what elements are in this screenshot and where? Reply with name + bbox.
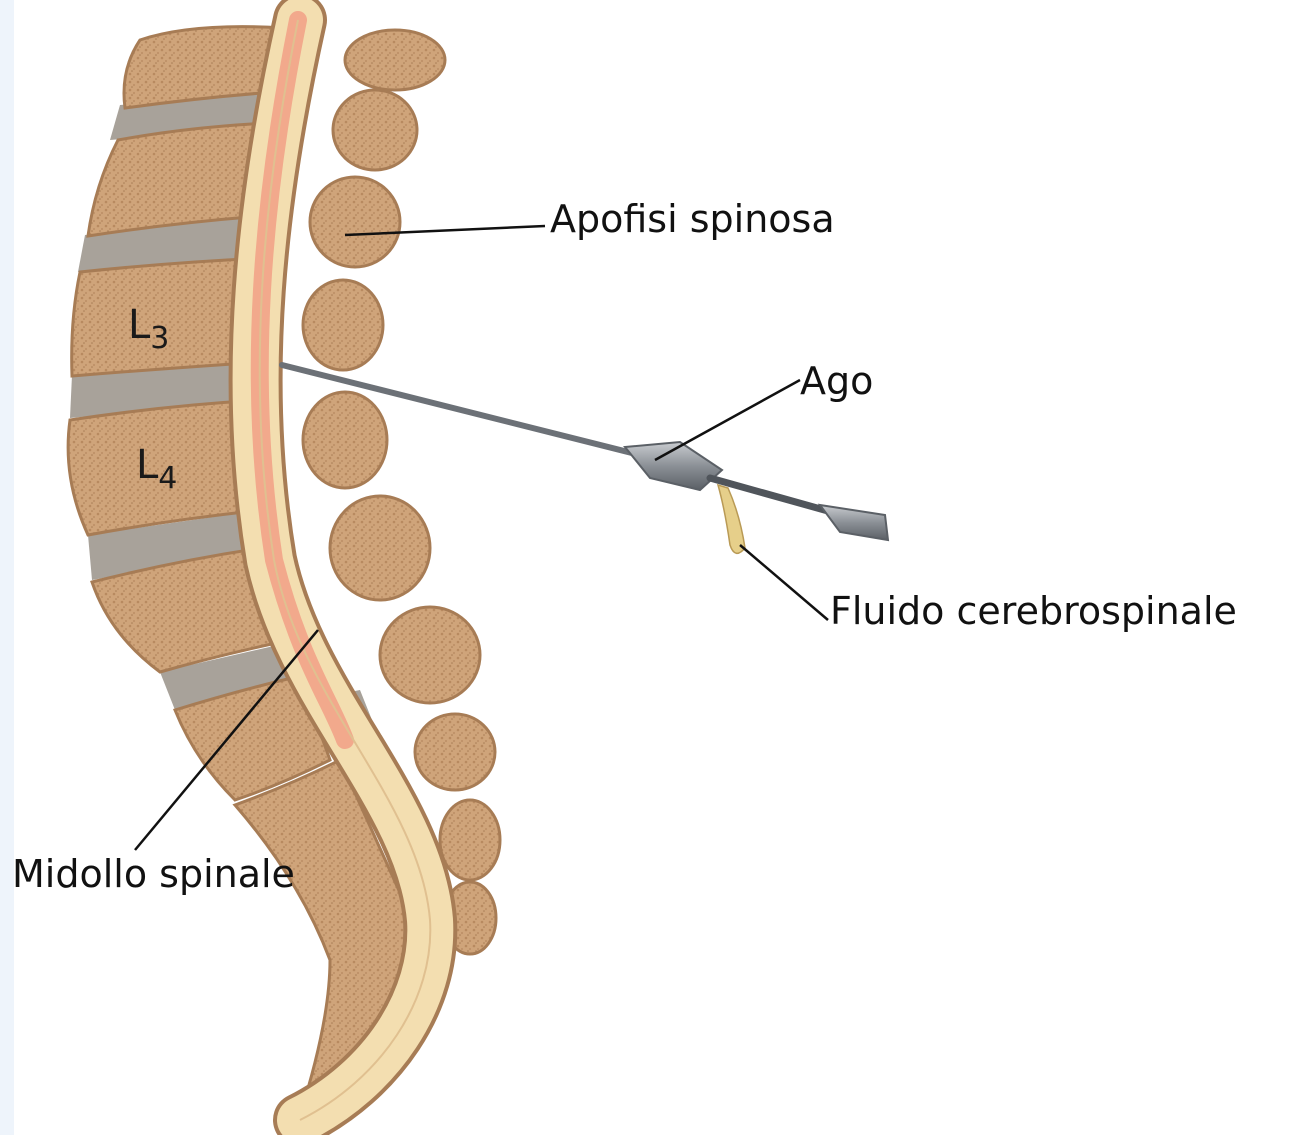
label-csf: Fluido cerebrospinale — [830, 592, 1237, 630]
label-spinous-process: Apofisi spinosa — [550, 200, 835, 238]
vertebra-l3-letter: L — [128, 302, 150, 348]
label-spinal-cord: Midollo spinale — [12, 855, 295, 893]
leader-fluido — [740, 545, 828, 620]
csf-drop — [718, 485, 745, 553]
vertebra-l4-number: 4 — [158, 461, 177, 496]
leader-ago — [655, 380, 800, 460]
vertebra-l3-number: 3 — [150, 321, 169, 356]
vertebra-l4-letter: L — [136, 442, 158, 488]
label-needle: Ago — [800, 362, 873, 400]
left-edge-tint — [0, 0, 14, 1135]
vertebra-label-l4: L4 — [136, 445, 177, 494]
vertebra-label-l3: L3 — [128, 305, 169, 354]
